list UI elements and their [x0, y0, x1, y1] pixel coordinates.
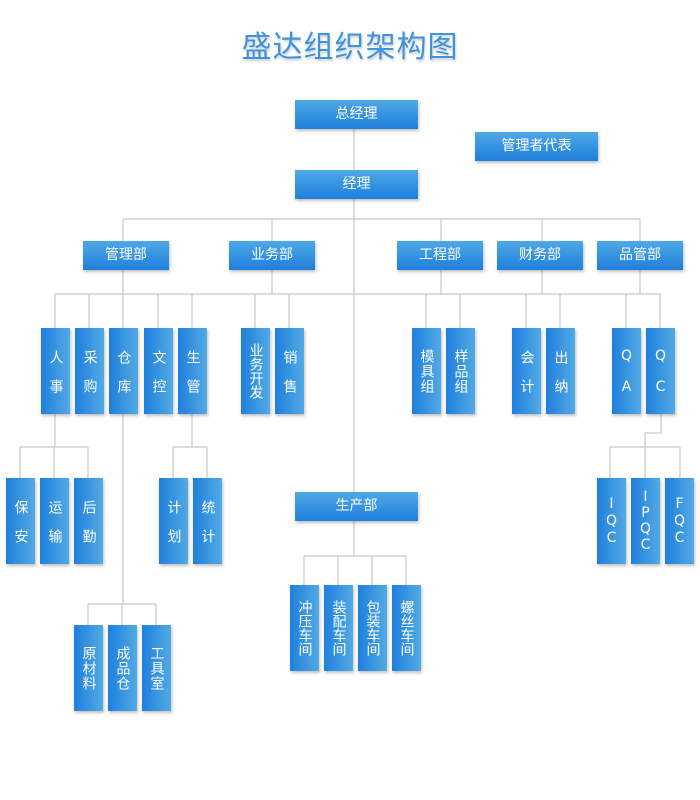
node-label: 文控 — [150, 349, 167, 408]
node-packaging-shop[interactable]: 包装车间 — [358, 585, 387, 671]
node-label: 成品仓 — [114, 645, 131, 691]
node-label: 原材料 — [80, 645, 97, 691]
node-label: IQC — [603, 495, 620, 547]
node-label: 仓库 — [115, 349, 132, 408]
node-label: 工具室 — [148, 645, 165, 691]
node-doc-control[interactable]: 文控 — [144, 328, 173, 414]
node-assembly-shop[interactable]: 装配车间 — [324, 585, 353, 671]
node-production-dept[interactable]: 生产部 — [295, 492, 418, 521]
node-sales[interactable]: 销售 — [275, 328, 304, 414]
node-label: 统计 — [199, 499, 216, 558]
node-purchase[interactable]: 采购 — [75, 328, 104, 414]
node-label: QC — [652, 347, 669, 410]
node-label: 模具组 — [418, 348, 435, 394]
node-manager[interactable]: 经理 — [295, 170, 418, 199]
node-label: FQC — [671, 495, 688, 547]
node-production-mgmt[interactable]: 生管 — [178, 328, 207, 414]
node-fqc[interactable]: FQC — [665, 478, 694, 564]
node-mold-group[interactable]: 模具组 — [412, 328, 441, 414]
node-screw-shop[interactable]: 螺丝车间 — [392, 585, 421, 671]
node-label: 冲压车间 — [296, 600, 313, 656]
node-label: 计划 — [165, 499, 182, 558]
node-label: 包装车间 — [364, 600, 381, 656]
node-quality-dept[interactable]: 品管部 — [597, 241, 683, 270]
node-label: 业务开发 — [247, 343, 264, 399]
node-hr[interactable]: 人事 — [41, 328, 70, 414]
node-ceo[interactable]: 总经理 — [295, 100, 418, 129]
node-accounting[interactable]: 会计 — [512, 328, 541, 414]
node-security[interactable]: 保安 — [6, 478, 35, 564]
node-label: 运输 — [46, 499, 63, 558]
node-label: 会计 — [518, 349, 535, 408]
node-label: 保安 — [12, 499, 29, 558]
node-label: 后勤 — [80, 499, 97, 558]
node-iqc[interactable]: IQC — [597, 478, 626, 564]
node-qa[interactable]: QA — [612, 328, 641, 414]
node-engineering-dept[interactable]: 工程部 — [397, 241, 483, 270]
node-finance-dept[interactable]: 财务部 — [497, 241, 583, 270]
node-label: 人事 — [47, 349, 64, 408]
node-label: 生管 — [184, 349, 201, 408]
node-qc[interactable]: QC — [646, 328, 675, 414]
node-label: 销售 — [281, 349, 298, 408]
node-planning[interactable]: 计划 — [159, 478, 188, 564]
node-label: 出纳 — [552, 349, 569, 408]
node-label: 装配车间 — [330, 600, 347, 656]
node-business-dept[interactable]: 业务部 — [229, 241, 315, 270]
node-label: IPQC — [637, 489, 654, 553]
node-warehouse[interactable]: 仓库 — [109, 328, 138, 414]
node-statistics[interactable]: 统计 — [193, 478, 222, 564]
node-stamping-shop[interactable]: 冲压车间 — [290, 585, 319, 671]
node-management-rep[interactable]: 管理者代表 — [475, 132, 598, 161]
node-biz-dev[interactable]: 业务开发 — [241, 328, 270, 414]
node-label: 螺丝车间 — [398, 600, 415, 656]
node-admin-dept[interactable]: 管理部 — [83, 241, 169, 270]
node-transport[interactable]: 运输 — [40, 478, 69, 564]
node-logistics[interactable]: 后勤 — [74, 478, 103, 564]
node-raw-material[interactable]: 原材料 — [74, 625, 103, 711]
node-ipqc[interactable]: IPQC — [631, 478, 660, 564]
node-sample-group[interactable]: 样品组 — [446, 328, 475, 414]
node-finished-goods[interactable]: 成品仓 — [108, 625, 137, 711]
node-cashier[interactable]: 出纳 — [546, 328, 575, 414]
node-tool-room[interactable]: 工具室 — [142, 625, 171, 711]
node-label: QA — [618, 347, 635, 410]
node-label: 采购 — [81, 349, 98, 408]
node-label: 样品组 — [452, 348, 469, 394]
chart-title: 盛达组织架构图 — [241, 30, 459, 65]
